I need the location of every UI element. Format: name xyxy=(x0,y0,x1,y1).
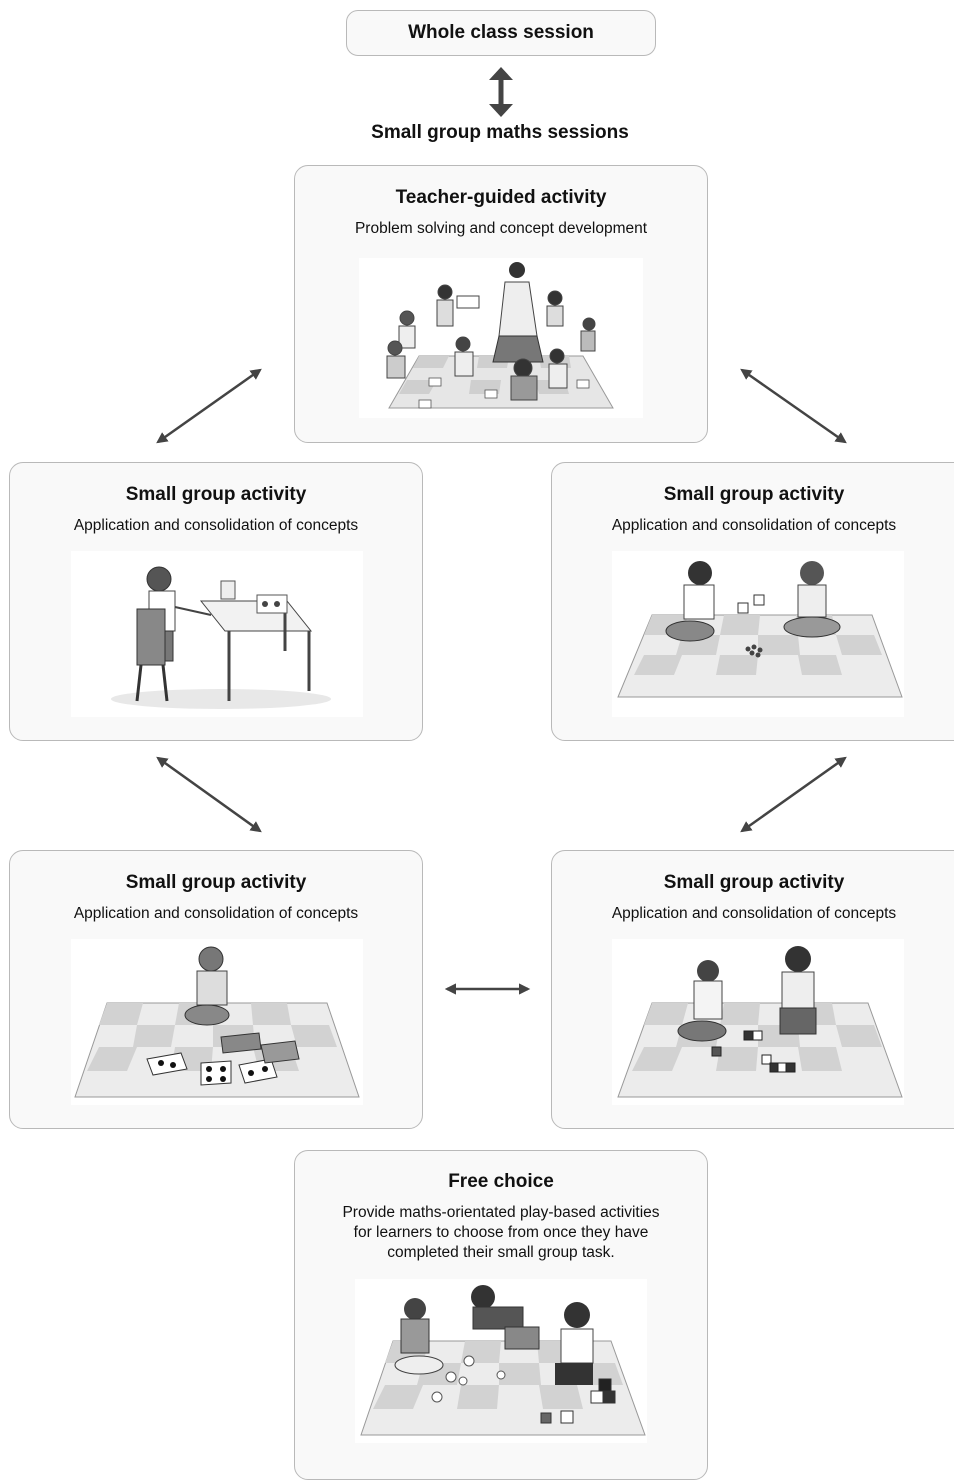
small-group-2-title: Small group activity xyxy=(663,484,845,505)
teacher-guided-subtitle: Problem solving and concept development xyxy=(354,220,648,237)
arrow-teacher-to-right xyxy=(740,368,847,444)
free-choice-line-3: completed their small group task. xyxy=(387,1244,615,1261)
arrow-left-top-to-left-bottom xyxy=(156,756,262,833)
small-group-4-subtitle: Application and consolidation of concept… xyxy=(611,905,897,922)
child-at-table-illustration xyxy=(71,551,363,717)
whole-class-double-arrow xyxy=(489,67,513,117)
small-group-1-title: Small group activity xyxy=(125,484,307,505)
free-choice-line-2: for learners to choose from once they ha… xyxy=(353,1224,649,1241)
free-choice-box: Free choice Provide maths-orientated pla… xyxy=(294,1150,708,1480)
free-choice-title: Free choice xyxy=(448,1171,554,1192)
small-group-3-subtitle: Application and consolidation of concept… xyxy=(73,905,359,922)
blocks-illustration xyxy=(612,939,904,1105)
arrow-teacher-to-left xyxy=(156,368,262,444)
whole-class-session-label: Whole class session xyxy=(408,22,594,43)
arrow-right-top-to-right-bottom xyxy=(740,756,847,833)
small-group-box-4: Small group activity Application and con… xyxy=(551,850,954,1129)
small-group-1-subtitle: Application and consolidation of concept… xyxy=(73,517,359,534)
dot-cards-illustration xyxy=(71,939,363,1105)
free-choice-line-1: Provide maths-orientated play-based acti… xyxy=(342,1204,660,1221)
teacher-guided-activity-box: Teacher-guided activity Problem solving … xyxy=(294,165,708,443)
small-group-4-title: Small group activity xyxy=(663,872,845,893)
small-group-box-3: Small group activity Application and con… xyxy=(9,850,423,1129)
whole-class-session-box: Whole class session xyxy=(346,10,656,56)
small-group-sessions-heading: Small group maths sessions xyxy=(371,122,629,143)
small-group-2-subtitle: Application and consolidation of concept… xyxy=(611,517,897,534)
free-play-illustration xyxy=(355,1279,647,1443)
teacher-group-illustration xyxy=(359,258,643,418)
small-group-3-title: Small group activity xyxy=(125,872,307,893)
small-group-box-2: Small group activity Application and con… xyxy=(551,462,954,741)
teacher-guided-title: Teacher-guided activity xyxy=(395,187,607,208)
small-group-box-1: Small group activity Application and con… xyxy=(9,462,423,741)
dice-game-illustration xyxy=(612,551,904,717)
